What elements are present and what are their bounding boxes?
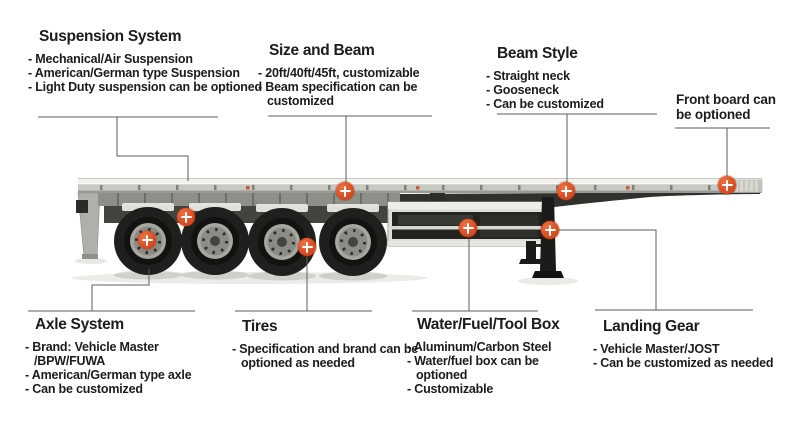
callout-title: Tires [242,318,278,335]
hotspot-front-board-plus-icon[interactable] [718,176,736,194]
spec-item: Can be customized [25,382,215,396]
spec-item: Brand: Vehicle Master /BPW/FUWA [25,340,215,368]
wheel [181,207,249,280]
spec-item: Aluminum/Carbon Steel [407,340,577,354]
spec-item: Can be customized [486,97,666,111]
hotspot-landing-gear-plus-icon[interactable] [541,221,559,239]
spec-list: Brand: Vehicle Master /BPW/FUWAAmerican/… [25,340,215,396]
rear-bumper [76,192,101,259]
callout-size-and-beam: Size and Beam 20ft/40ft/45ft, customizab… [258,42,458,108]
spec-item: Specification and brand can be optioned … [232,342,432,370]
hotspot-axle-plus-icon[interactable] [138,231,156,249]
callout-title: Suspension System [39,28,182,45]
connector-lines [28,113,770,312]
spec-list: Mechanical/Air SuspensionAmerican/German… [28,52,263,94]
callout-title: Beam Style [497,45,578,62]
callout-title: Landing Gear [603,318,700,335]
spec-list: Straight neckGooseneckCan be customized [486,69,666,111]
wheel [248,208,316,281]
spec-item: American/German type Suspension [28,66,263,80]
spec-item: Customizable [407,382,577,396]
spec-item: Can be customized as needed [593,356,793,370]
callout-beam-style: Beam Style Straight neckGooseneckCan be … [486,45,666,111]
hotspot-beam-style-plus-icon[interactable] [557,182,575,200]
callout-title: Water/Fuel/Tool Box [417,316,560,333]
front-board-plank [734,179,763,193]
spec-item: Beam specification can be customized [258,80,458,108]
spec-list: Vehicle Master/JOSTCan be customized as … [593,342,793,370]
callout-axle-system: Axle System Brand: Vehicle Master /BPW/F… [25,316,215,396]
callout-suspension-system: Suspension System Mechanical/Air Suspens… [28,28,263,94]
spec-item: Water/fuel box can be optioned [407,354,577,382]
spec-item: Straight neck [486,69,666,83]
hotspot-size-beam-plus-icon[interactable] [336,182,354,200]
callout-title: Size and Beam [269,42,375,59]
callout-tires: Tires Specification and brand can be opt… [232,318,432,370]
hotspot-water-fuel-plus-icon[interactable] [459,219,477,237]
callout-water-fuel-tool-box: Water/Fuel/Tool Box Aluminum/Carbon Stee… [407,316,577,396]
spec-list: Specification and brand can be optioned … [232,342,432,370]
wheel [319,208,387,281]
spec-item: Light Duty suspension can be optioned [28,80,263,94]
spec-item: Mechanical/Air Suspension [28,52,263,66]
hotspot-tires-plus-icon[interactable] [298,238,316,256]
deck [78,178,763,193]
spec-item: 20ft/40ft/45ft, customizable [258,66,458,80]
spec-list: Aluminum/Carbon SteelWater/fuel box can … [407,340,577,396]
hotspot-suspension-plus-icon[interactable] [177,208,195,226]
callout-front-board: Front board can be optioned [676,92,776,122]
spec-item: Vehicle Master/JOST [593,342,793,356]
spec-item: Gooseneck [486,83,666,97]
spec-item: American/German type axle [25,368,215,382]
callout-landing-gear: Landing Gear Vehicle Master/JOSTCan be c… [593,318,793,370]
spec-list: 20ft/40ft/45ft, customizableBeam specifi… [258,66,458,108]
callout-title: Axle System [35,316,124,333]
